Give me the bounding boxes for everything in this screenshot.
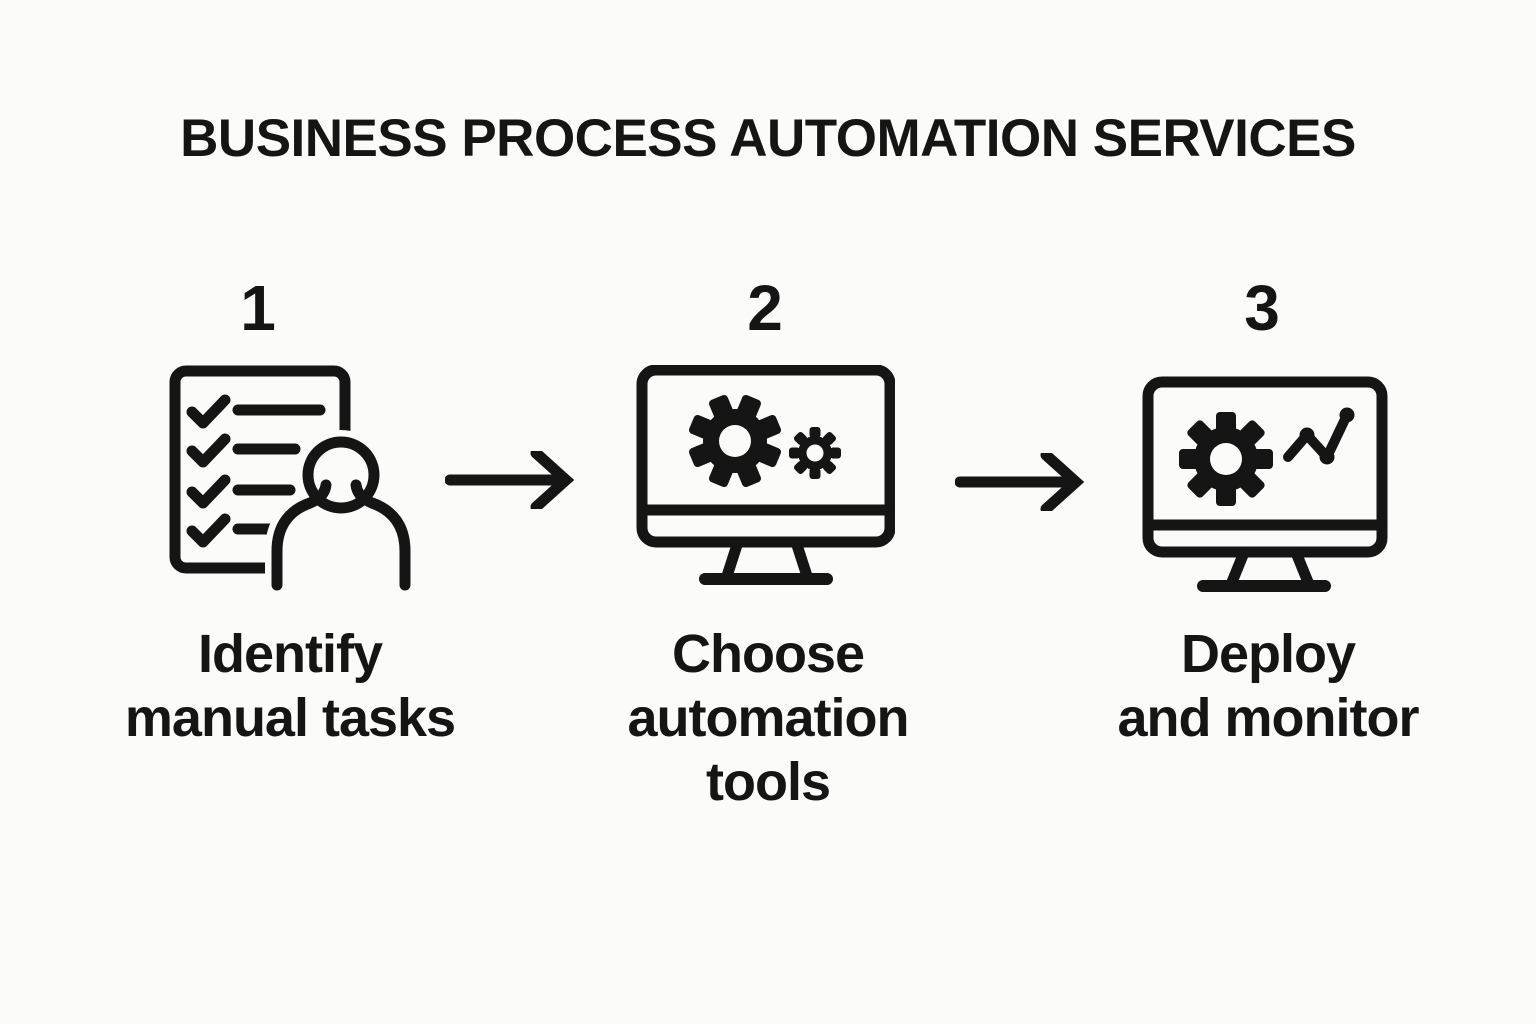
monitor-gear-trend-icon xyxy=(1142,376,1388,592)
step-3-label: Deploy and monitor xyxy=(1117,624,1420,748)
arrow-right-icon xyxy=(955,453,1085,511)
arrow-right-icon xyxy=(445,451,575,509)
monitor-gears-icon xyxy=(636,365,895,585)
page-title: BUSINESS PROCESS AUTOMATION SERVICES xyxy=(180,109,1356,168)
step-1-number: 1 xyxy=(240,272,276,344)
step-3-number: 3 xyxy=(1244,272,1280,344)
checklist-person-icon xyxy=(169,365,415,597)
step-2-number: 2 xyxy=(747,272,783,344)
step-1-label: Identify manual tasks xyxy=(124,624,456,748)
step-2-label: Choose automation tools xyxy=(627,624,910,812)
